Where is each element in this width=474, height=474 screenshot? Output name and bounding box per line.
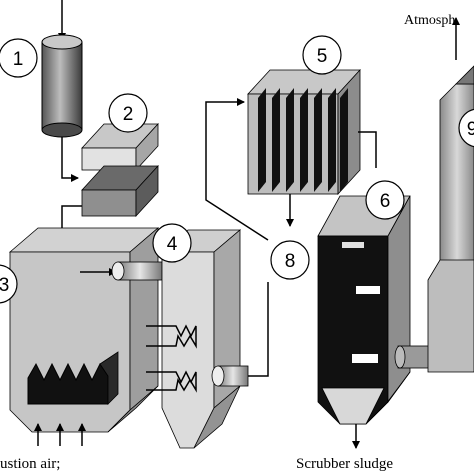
svg-text:8: 8: [285, 251, 296, 272]
boiler-to-junction-line: [248, 282, 269, 377]
plate-1: [258, 88, 266, 192]
marker-6: 6: [365, 180, 405, 220]
svg-text:4: 4: [167, 234, 178, 255]
silo-top: [41, 34, 83, 50]
heat-coil-upper: [146, 324, 197, 349]
marker-8: 8: [270, 240, 310, 280]
marker-9: 9: [458, 108, 474, 148]
marker-2: 2: [108, 93, 148, 133]
marker-5: 5: [302, 35, 342, 75]
spray-tray-2: [352, 354, 378, 363]
junction-to-precipitator-arrow: [205, 98, 269, 241]
svg-text:3: 3: [0, 275, 9, 296]
silo-to-dryer-arrow: [61, 137, 79, 182]
marker-3: 3: [0, 264, 18, 304]
precipitator-to-scrubber-line: [358, 131, 377, 168]
dryer-unit-2: [58, 122, 159, 246]
precipitator-unit-5: [205, 68, 377, 241]
svg-text:2: 2: [123, 104, 134, 125]
heat-coil-lower: [146, 370, 197, 393]
plate-5: [314, 88, 322, 192]
scrubber-sludge-label: Scrubber sludge: [296, 456, 393, 472]
plate-7: [340, 88, 348, 192]
incinerator-unit-3: [8, 227, 160, 446]
plate-6: [328, 88, 336, 192]
atmosphere-label: Atmosph: [404, 13, 455, 28]
svg-text:1: 1: [13, 49, 24, 70]
marker-4: 4: [152, 223, 192, 263]
plate-2: [272, 88, 280, 192]
plate-4: [300, 88, 308, 192]
plate-3: [286, 88, 294, 192]
duct-connector: [117, 261, 163, 281]
silo-body: [41, 41, 83, 131]
spray-tray-1: [356, 286, 380, 294]
combustion-air-label: ustion air;: [0, 456, 60, 472]
svg-text:6: 6: [380, 191, 391, 212]
silo-unit-1: [41, 0, 83, 182]
scrubber-unit-6: [317, 195, 445, 449]
svg-text:9: 9: [467, 119, 474, 140]
marker-1: 1: [0, 38, 38, 78]
stack: [427, 17, 474, 373]
silo-bottom: [41, 122, 83, 138]
spray-nozzle-1: [342, 242, 364, 248]
boiler-unit-4: [111, 229, 269, 449]
svg-text:5: 5: [317, 46, 328, 67]
